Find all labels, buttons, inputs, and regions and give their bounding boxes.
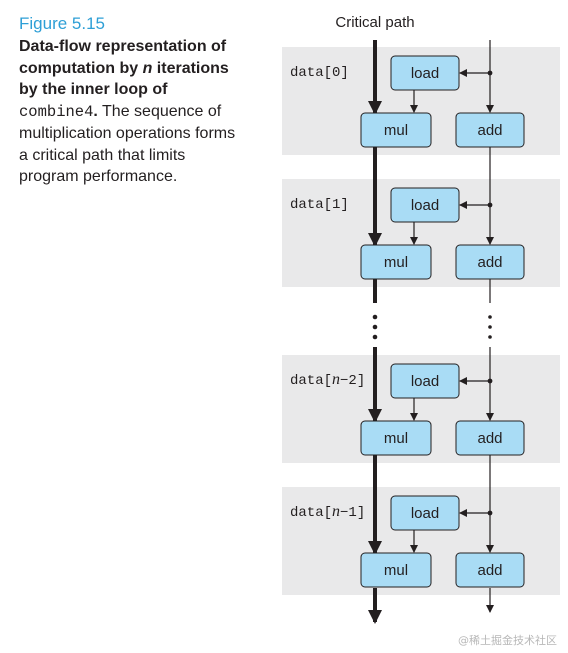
mul-label: mul [384,562,408,579]
mul-box [360,552,432,588]
load-box [390,187,460,223]
critical-path-label: Critical path [335,14,414,31]
add-label: add [477,254,502,271]
mul-label: mul [384,122,408,139]
data-label: data[1] [290,197,349,213]
caption-code: combine4 [19,102,94,121]
caption-text: Data-flow representation of computation … [19,36,244,188]
load-box [390,495,460,531]
figure-caption: Figure 5.15 Data-flow representation of … [19,13,244,188]
add-label: add [477,562,502,579]
load-box [390,363,460,399]
figure-number: Figure 5.15 [19,14,105,33]
data-label: data[n−2] [290,371,365,389]
load-label: load [411,373,439,390]
load-label: load [411,505,439,522]
add-box [455,112,525,148]
load-label: load [411,65,439,82]
caption-bold-part1: Data-flow representation of computation … [19,38,227,77]
caption-bold-n: n [142,59,153,77]
add-box [455,420,525,456]
mul-label: mul [384,254,408,271]
data-label: data[n−1] [290,503,365,521]
mul-box [360,112,432,148]
add-box [455,244,525,280]
caption-normal: The sequence of multiplication operation… [19,102,236,186]
mul-box [360,420,432,456]
load-label: load [411,197,439,214]
ellipsis-dot [488,335,492,339]
ellipsis-dot [488,325,492,329]
add-label: add [477,122,502,139]
mul-box [360,244,432,280]
watermark: @稀土掘金技术社区 [458,633,557,647]
ellipsis-dot [372,334,378,340]
ellipsis-dot [372,324,378,330]
caption-bold-part2: iterations by the inner loop of [19,59,229,99]
add-label: add [477,430,502,447]
ellipsis-dot [372,314,378,320]
add-box [455,552,525,588]
load-box [390,55,460,91]
data-label: data[0] [290,65,349,81]
mul-label: mul [384,430,408,447]
caption-bold-period: . [93,102,98,120]
ellipsis-dot [488,315,492,319]
